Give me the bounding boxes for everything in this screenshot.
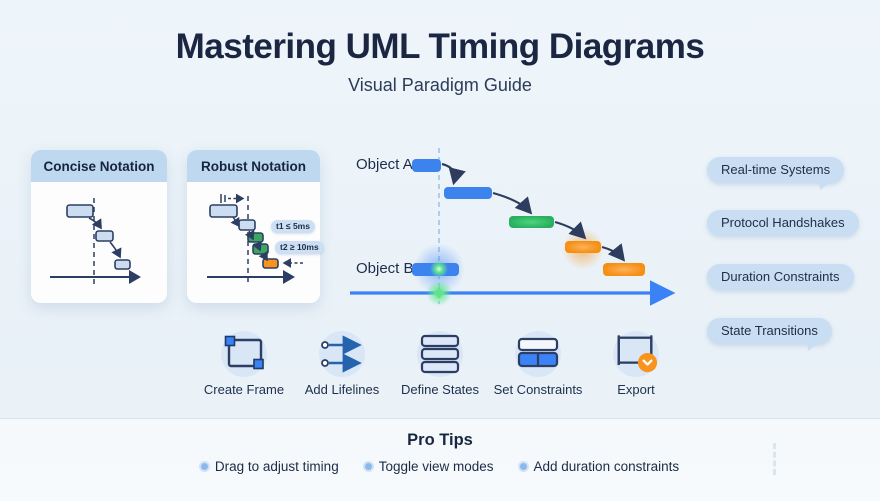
- object-b-label: Object B: [356, 260, 414, 277]
- orange-state-bar-1[interactable]: [565, 241, 601, 253]
- tip-text: Add duration constraints: [533, 459, 680, 474]
- bubble-tail: [815, 181, 832, 190]
- tool-add-lifelines[interactable]: Add Lifelines: [297, 331, 387, 397]
- pro-tips-title: Pro Tips: [407, 431, 473, 449]
- transition-arrow-4: [601, 243, 626, 262]
- tool-label: Create Frame: [203, 382, 285, 397]
- use-case-label: Duration Constraints: [721, 269, 840, 284]
- bullet-dot-icon: [364, 463, 372, 470]
- tool-set-constraints[interactable]: Set Constraints: [493, 331, 583, 397]
- use-case-label: State Transitions: [721, 323, 818, 338]
- timing-diagram: [350, 148, 676, 306]
- transition-arrow-3: [554, 220, 587, 240]
- object-a-state-bar-1[interactable]: [412, 159, 441, 172]
- robust-card-title: Robust Notation: [187, 150, 320, 182]
- decorative-dashed-line: [773, 443, 776, 475]
- concise-mini-diagram: [31, 182, 167, 303]
- page-title: Mastering UML Timing Diagrams: [175, 27, 705, 66]
- object-a-label: Object A: [356, 156, 413, 173]
- tool-define-states[interactable]: Define States: [395, 331, 485, 397]
- tip-text: Drag to adjust timing: [214, 459, 339, 474]
- tip-item: Add duration constraints: [519, 459, 680, 474]
- tool-label: Export: [617, 382, 655, 397]
- use-case-real-time-systems[interactable]: Real-time Systems: [707, 157, 845, 190]
- workflow-toolbar: Create Frame Add Lifelines: [0, 331, 880, 397]
- tool-label: Add Lifelines: [304, 382, 380, 397]
- constraint-badge-t1: t1 ≤ 5ms: [271, 220, 315, 233]
- concise-card-title: Concise Notation: [31, 150, 167, 182]
- tip-item: Drag to adjust timing: [200, 459, 339, 474]
- states-icon: [417, 331, 463, 377]
- robust-diagram-drawing: [207, 193, 303, 285]
- concise-notation-card[interactable]: Concise Notation: [31, 150, 167, 303]
- use-case-state-transitions[interactable]: State Transitions: [707, 318, 832, 351]
- tool-label: Set Constraints: [493, 382, 583, 397]
- green-state-bar[interactable]: [509, 216, 554, 228]
- bullet-dot-icon: [519, 463, 527, 470]
- object-a-state-bar-2[interactable]: [444, 187, 492, 199]
- pro-tips-section: Pro Tips Drag to adjust timing Toggle vi…: [0, 418, 880, 501]
- use-case-duration-constraints[interactable]: Duration Constraints: [707, 264, 854, 290]
- robust-notation-card[interactable]: Robust Notation: [187, 150, 320, 303]
- tip-text: Toggle view modes: [378, 459, 494, 474]
- tool-create-frame[interactable]: Create Frame: [199, 331, 289, 397]
- tip-item: Toggle view modes: [364, 459, 494, 474]
- concise-diagram-drawing: [50, 198, 141, 285]
- use-case-label: Protocol Handshakes: [721, 215, 845, 230]
- constraints-icon: [515, 331, 561, 377]
- constraint-badge-t2: t2 ≥ 10ms: [275, 241, 324, 254]
- orange-state-bar-2[interactable]: [603, 263, 645, 276]
- use-case-protocol-handshakes[interactable]: Protocol Handshakes: [707, 210, 859, 236]
- transition-arrow-2: [492, 191, 533, 215]
- lifelines-icon: [319, 331, 365, 377]
- event-dot: [430, 260, 448, 278]
- export-icon: [613, 331, 659, 377]
- tool-label: Define States: [400, 382, 480, 397]
- page-subtitle: Visual Paradigm Guide: [348, 75, 532, 95]
- tool-export[interactable]: Export: [591, 331, 681, 397]
- frame-icon: [221, 331, 267, 377]
- use-case-label: Real-time Systems: [721, 162, 831, 177]
- transition-arrow-1: [441, 162, 466, 186]
- tips-row: Drag to adjust timing Toggle view modes …: [0, 459, 880, 474]
- bullet-dot-icon: [200, 463, 208, 470]
